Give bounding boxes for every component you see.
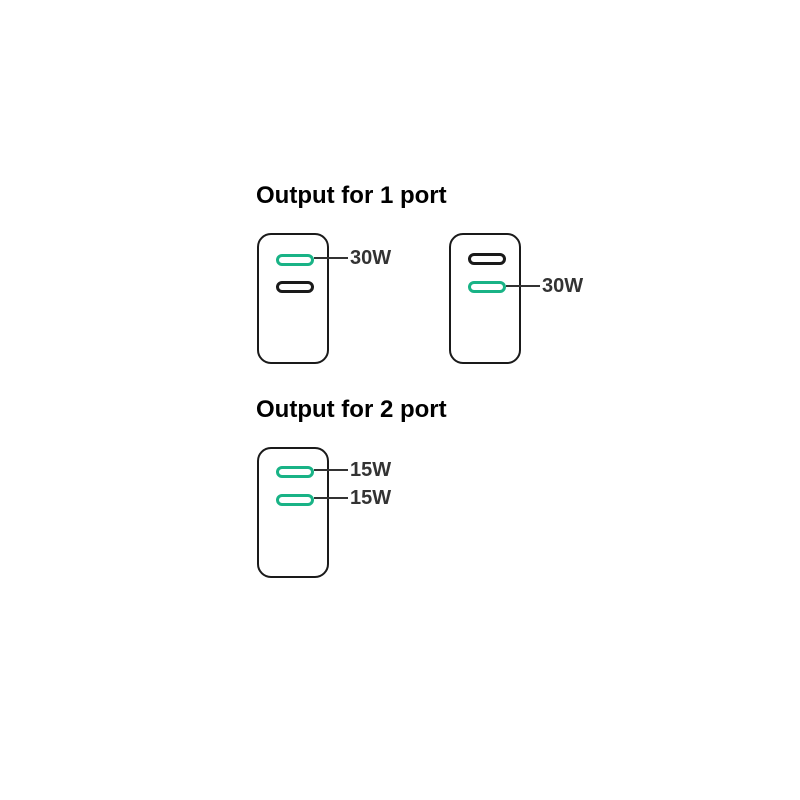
leader-line: [506, 285, 540, 287]
section-heading-dual-port: Output for 2 port: [256, 396, 447, 423]
charger-body: [449, 233, 521, 364]
leader-line: [314, 469, 348, 471]
charger-body: [257, 447, 329, 578]
port-output-label: 30W: [350, 247, 392, 269]
usb-c-port-active: [276, 254, 314, 266]
usb-c-port-active: [276, 494, 314, 506]
section-heading-single-port: Output for 1 port: [256, 182, 447, 209]
leader-line: [314, 257, 348, 259]
port-output-label: 30W: [542, 275, 584, 297]
charger-body: [257, 233, 329, 364]
usb-c-port-active: [276, 466, 314, 478]
usb-c-port-active: [468, 281, 506, 293]
port-output-label: 15W: [350, 487, 392, 509]
port-output-label: 15W: [350, 459, 392, 481]
leader-line: [314, 497, 348, 499]
usb-c-port-inactive: [468, 253, 506, 265]
usb-c-port-inactive: [276, 281, 314, 293]
